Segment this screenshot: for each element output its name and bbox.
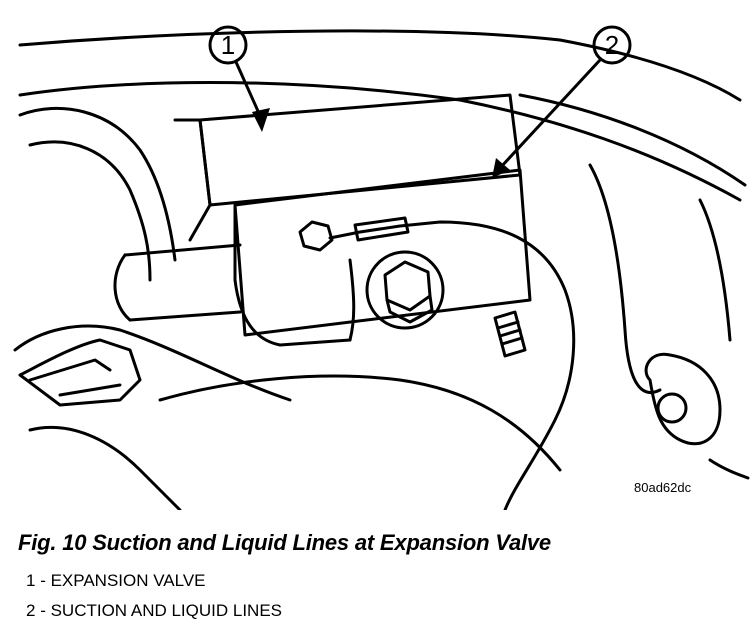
- bolt-head-edge: [385, 294, 434, 324]
- line-clamp: [18, 338, 142, 407]
- bolt-head: [383, 260, 432, 312]
- right-knob: [644, 352, 722, 446]
- expansion-valve-illustration: 1 2: [13, 25, 750, 510]
- legend-label: SUCTION AND LIQUID LINES: [50, 601, 283, 620]
- left-frame-inner: [28, 140, 152, 282]
- lower-hose-left: [28, 425, 182, 510]
- right-edge-rib: [698, 198, 750, 480]
- callout-2-leader: [498, 58, 602, 170]
- suction-tube-end: [113, 253, 132, 322]
- figure-caption: Fig. 10 Suction and Liquid Lines at Expa…: [18, 530, 551, 555]
- legend-item: 2 - SUCTION AND LIQUID LINES: [26, 601, 283, 620]
- valve-rear-side: [173, 118, 212, 242]
- suction-tube-bottom: [128, 310, 242, 322]
- callout-1-leader: [234, 60, 264, 122]
- body-contour-top: [18, 29, 742, 102]
- suction-tube-top: [123, 243, 242, 257]
- valve-face-curve: [348, 258, 356, 342]
- sensor-wire: [328, 220, 576, 510]
- wire-connector: [353, 216, 410, 242]
- callout-1-arrowhead: [252, 108, 270, 132]
- callout-1-circle: [208, 25, 248, 65]
- legend-item: 1 - EXPANSION VALVE: [26, 571, 206, 590]
- legend-number: 2: [26, 601, 36, 620]
- sensor-bolt: [298, 220, 334, 252]
- callout-1-number: 1: [221, 30, 235, 60]
- legend-list: 1 - EXPANSION VALVE 2 - SUCTION AND LIQU…: [26, 570, 282, 630]
- bolt-washer: [365, 250, 445, 330]
- legend-number: 1: [26, 571, 36, 590]
- body-contour-mid: [18, 81, 742, 202]
- callout-2-arrowhead: [492, 158, 510, 178]
- figure-code: 80ad62dc: [634, 480, 692, 495]
- callout-2-number: 2: [605, 30, 619, 60]
- expansion-valve-front: [233, 203, 352, 347]
- callout-2-circle: [592, 25, 632, 65]
- right-bracket: [588, 163, 662, 394]
- body-contour-right: [518, 93, 747, 187]
- legend-label: EXPANSION VALVE: [50, 571, 206, 590]
- left-frame: [18, 107, 177, 262]
- left-lower-arc: [13, 324, 292, 402]
- lower-hose-mid: [158, 374, 562, 472]
- expansion-valve-body: [233, 168, 532, 337]
